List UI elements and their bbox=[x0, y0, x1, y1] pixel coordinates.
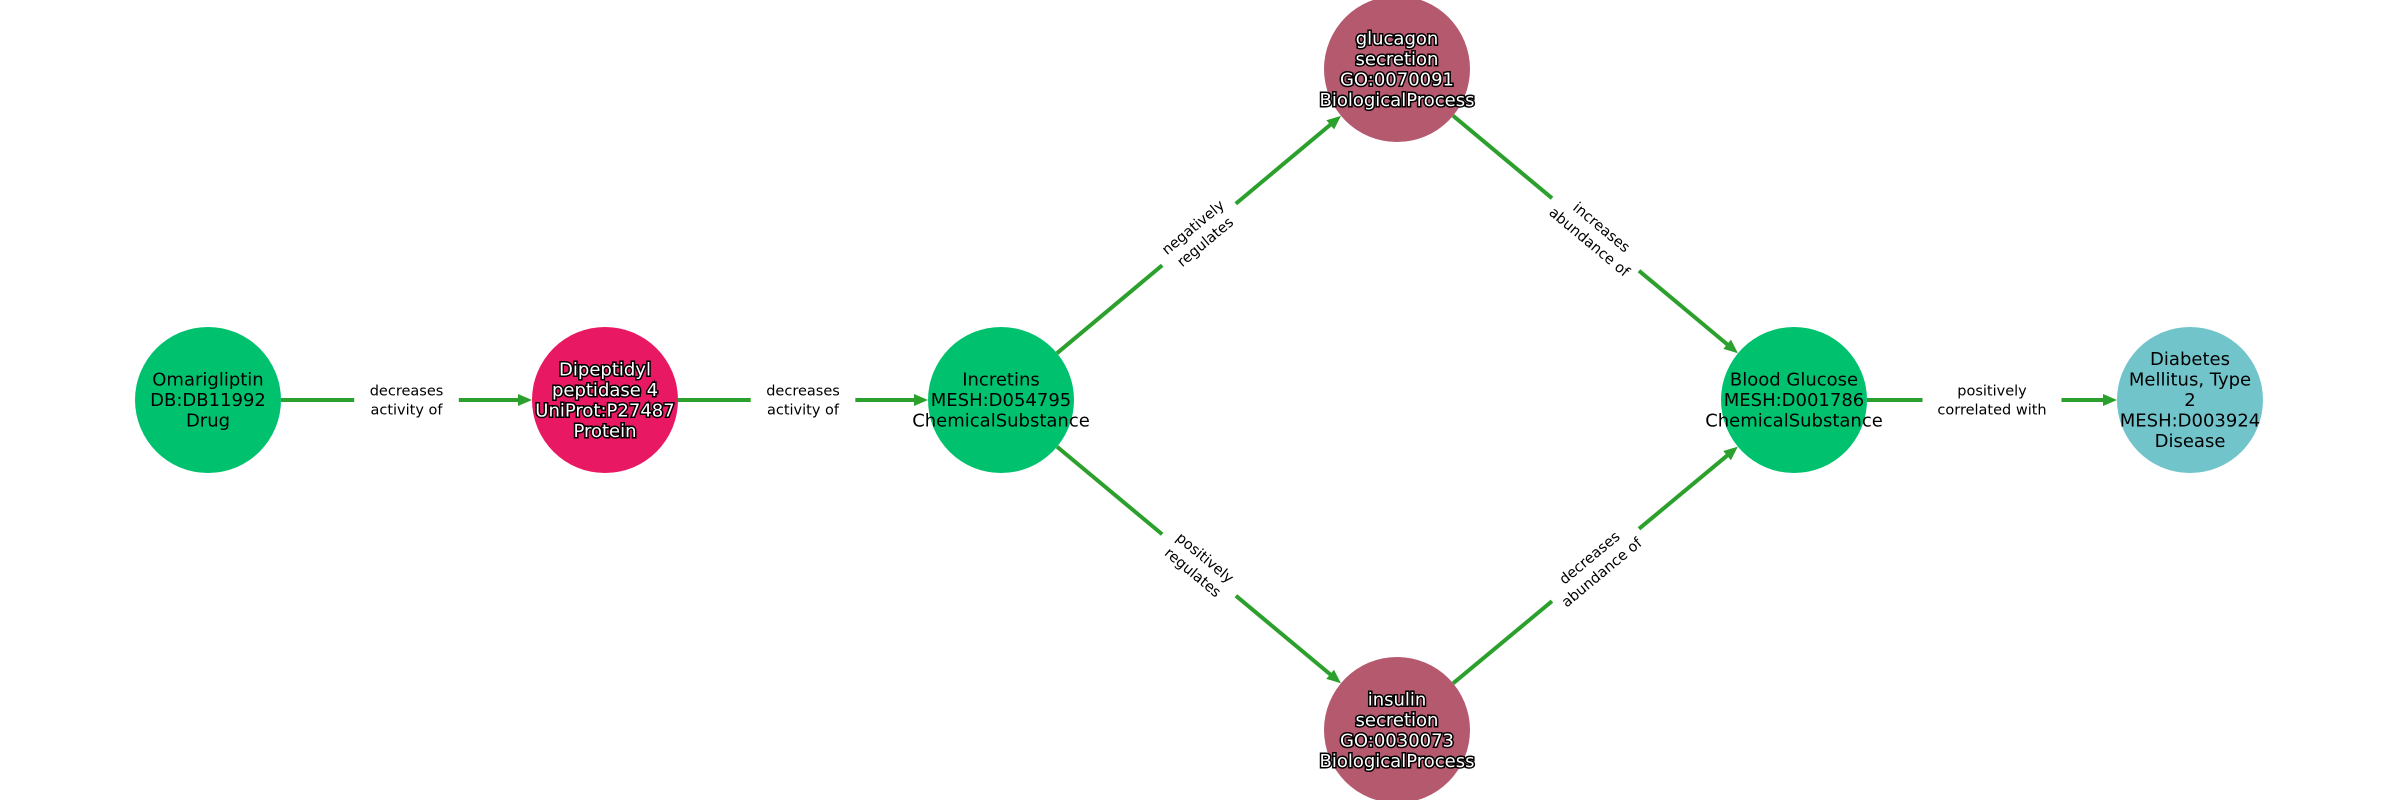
edge-label-background bbox=[354, 378, 459, 422]
arrowhead-icon bbox=[1723, 339, 1738, 354]
edge-label: decreases activity of bbox=[354, 378, 459, 422]
node-label-line: ChemicalSubstance bbox=[1705, 411, 1883, 432]
edge-label-background bbox=[1922, 378, 2062, 422]
node-glucose[interactable]: Blood GlucoseMESH:D001786ChemicalSubstan… bbox=[1705, 327, 1883, 473]
node-circle[interactable] bbox=[2117, 327, 2263, 473]
edge-label-background bbox=[1148, 517, 1250, 613]
node-insulin[interactable]: insulinsecretionGO:0030073BiologicalProc… bbox=[1318, 657, 1476, 800]
arrowhead-icon bbox=[518, 394, 532, 406]
node-label-line: DB:DB11992 bbox=[150, 390, 266, 411]
arrowhead-icon bbox=[1326, 669, 1341, 684]
node-label-line: Diabetes bbox=[2150, 349, 2230, 370]
node-circle[interactable] bbox=[532, 327, 678, 473]
arrowhead-icon bbox=[1723, 446, 1738, 461]
node-label-line: Protein bbox=[573, 421, 636, 442]
edge-label-line: correlated with bbox=[1937, 403, 2046, 419]
node-label-line: UniProt:P27487 bbox=[535, 400, 674, 421]
node-circle[interactable] bbox=[135, 327, 281, 473]
edge-label-background bbox=[750, 378, 856, 422]
edge-dpp4-incretins: decreases activity of bbox=[678, 378, 928, 422]
node-label-line: 2 bbox=[2184, 390, 2195, 411]
node-circle[interactable] bbox=[1324, 0, 1470, 142]
node-label-line: Omarigliptin bbox=[152, 370, 263, 391]
edge-label-background bbox=[1537, 511, 1654, 619]
node-glucagon[interactable]: glucagonsecretionGO:0070091BiologicalPro… bbox=[1318, 0, 1476, 142]
edge-label-line: positively bbox=[1957, 384, 2027, 400]
edge-omarigliptin-dpp4: decreases activity of bbox=[281, 378, 532, 422]
edge-label-line: activity of bbox=[767, 403, 840, 419]
edge-label: decreases activity of bbox=[750, 378, 856, 422]
edge-label-line: activity of bbox=[370, 403, 443, 419]
node-label-line: MESH:D054795 bbox=[931, 390, 1072, 411]
edge-label: positively correlated with bbox=[1922, 378, 2062, 422]
node-circle[interactable] bbox=[1324, 657, 1470, 800]
node-label-line: Incretins bbox=[962, 370, 1040, 391]
node-label-line: MESH:D003924 bbox=[2120, 411, 2261, 432]
node-label-line: secretion bbox=[1356, 49, 1439, 70]
arrowhead-icon bbox=[914, 394, 928, 406]
node-label-line: glucagon bbox=[1356, 28, 1439, 49]
node-label-line: BiologicalProcess bbox=[1319, 751, 1474, 772]
node-label-line: MESH:D001786 bbox=[1724, 390, 1865, 411]
arrowhead-icon bbox=[1326, 115, 1341, 130]
node-label-line: Dipeptidyl bbox=[559, 359, 651, 380]
edge-label-line: decreases bbox=[766, 384, 840, 400]
node-label-line: Blood Glucose bbox=[1730, 370, 1858, 391]
node-label-line: BiologicalProcess bbox=[1319, 90, 1474, 111]
edge-label-line: decreases bbox=[370, 384, 444, 400]
node-circle[interactable] bbox=[928, 327, 1074, 473]
edge-label-background bbox=[1537, 181, 1654, 288]
node-circle[interactable] bbox=[1721, 327, 1867, 473]
arrowhead-icon bbox=[2103, 394, 2117, 406]
node-label-line: GO:0070091 bbox=[1340, 69, 1454, 90]
node-label-line: Mellitus, Type bbox=[2129, 370, 2251, 391]
node-label-line: insulin bbox=[1368, 689, 1427, 710]
edge-glucose-diabetes: positively correlated with bbox=[1867, 378, 2117, 422]
node-label-line: Drug bbox=[186, 411, 230, 432]
node-label-line: peptidase 4 bbox=[552, 380, 658, 401]
edge-label-background bbox=[1148, 186, 1250, 283]
node-label-line: GO:0030073 bbox=[1340, 730, 1454, 751]
node-label-line: ChemicalSubstance bbox=[912, 411, 1090, 432]
node-label-line: secretion bbox=[1356, 710, 1439, 731]
node-label-line: Disease bbox=[2155, 431, 2226, 452]
